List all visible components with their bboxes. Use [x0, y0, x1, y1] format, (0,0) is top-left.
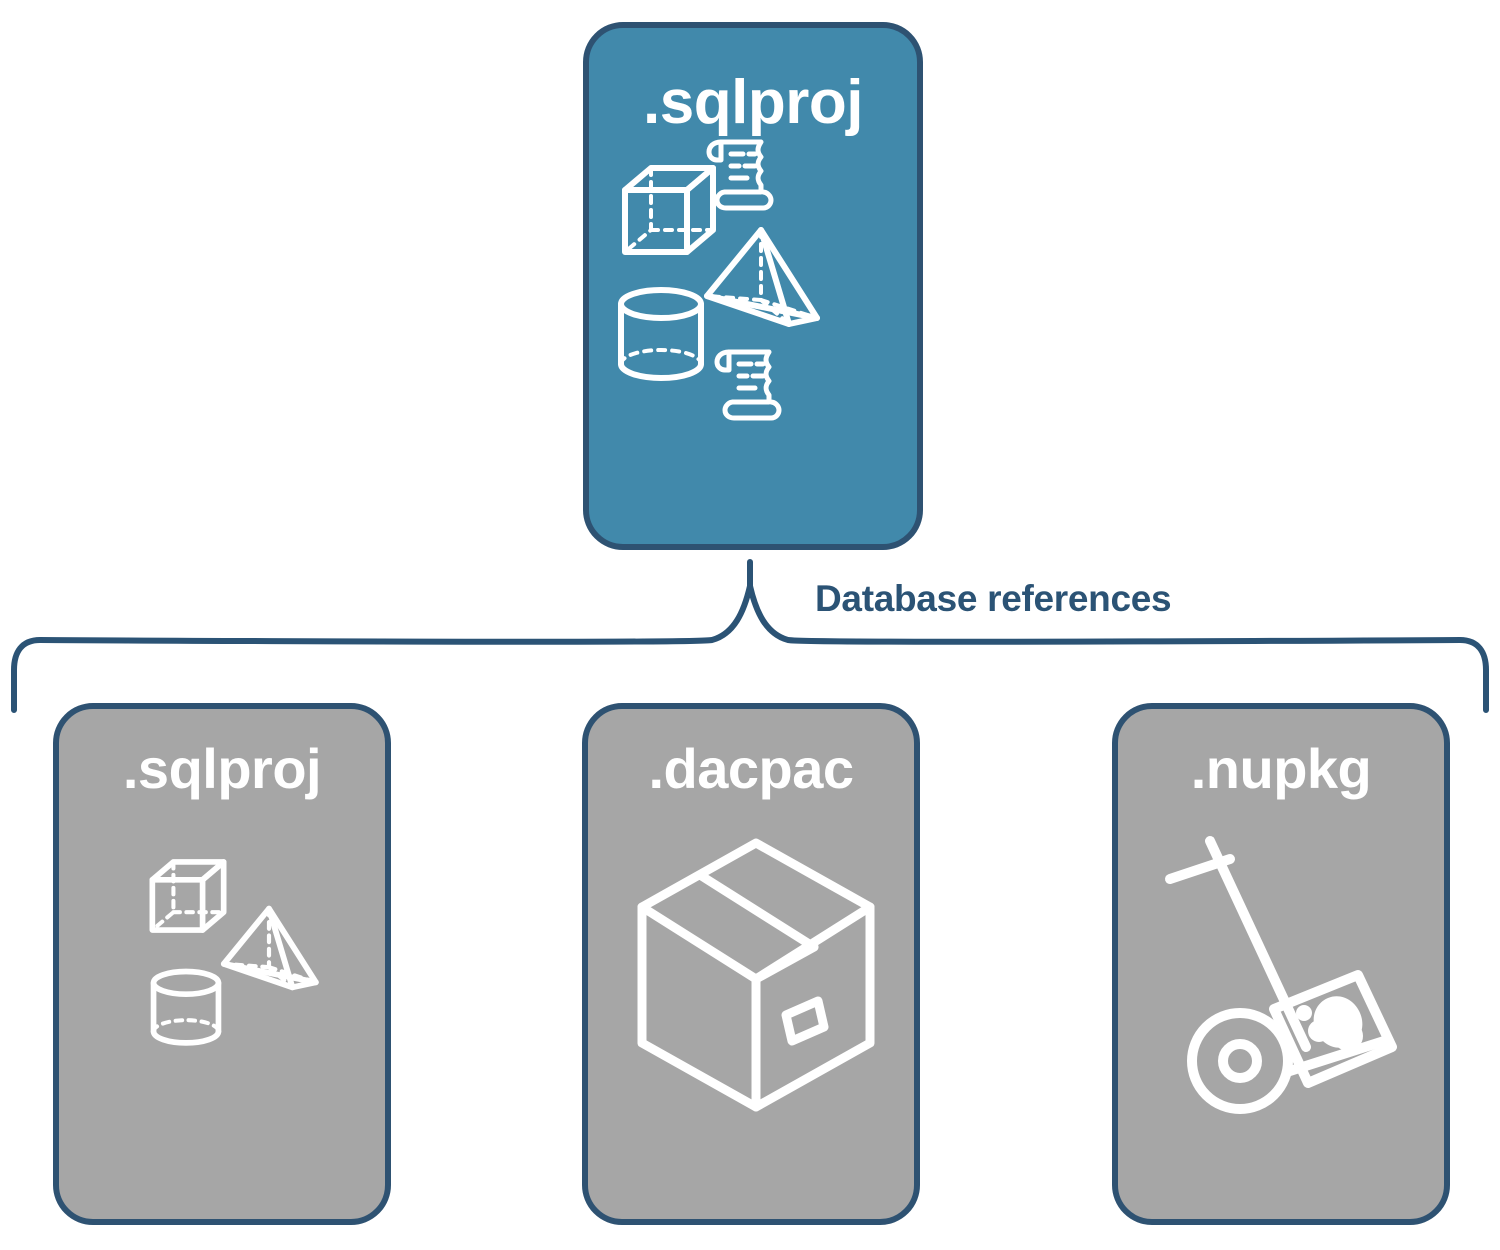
cube-icon: [622, 165, 716, 255]
reference-node-nupkg-icon-area: [1118, 797, 1444, 1219]
reference-node-sqlproj-icon-area: [59, 797, 385, 1219]
cube-icon: [149, 859, 227, 933]
pyramid-icon: [220, 905, 319, 991]
reference-node-nupkg-title: .nupkg: [1190, 737, 1372, 800]
root-node-icon-area: [589, 134, 917, 544]
hand-truck-icon: [1165, 836, 1397, 1114]
reference-node-dacpac-title: .dacpac: [648, 737, 854, 800]
pyramid-icon: [704, 227, 820, 327]
cylinder-icon: [150, 968, 222, 1046]
reference-node-sqlproj-title: .sqlproj: [122, 737, 322, 800]
root-node-title: .sqlproj: [643, 68, 863, 137]
cylinder-icon: [618, 287, 704, 381]
package-box-icon: [637, 838, 875, 1112]
reference-node-nupkg-card[interactable]: .nupkg: [1112, 703, 1450, 1225]
reference-node-sqlproj-card[interactable]: .sqlproj: [53, 703, 391, 1225]
root-node-sqlproj-card[interactable]: .sqlproj: [583, 22, 923, 550]
scroll-icon-top: [706, 139, 774, 211]
reference-node-dacpac-card[interactable]: .dacpac: [582, 703, 920, 1225]
connector-label: Database references: [815, 578, 1172, 619]
scroll-icon-bottom: [714, 349, 782, 421]
database-references-bracket: [11, 559, 1489, 713]
reference-node-dacpac-icon-area: [588, 797, 914, 1219]
